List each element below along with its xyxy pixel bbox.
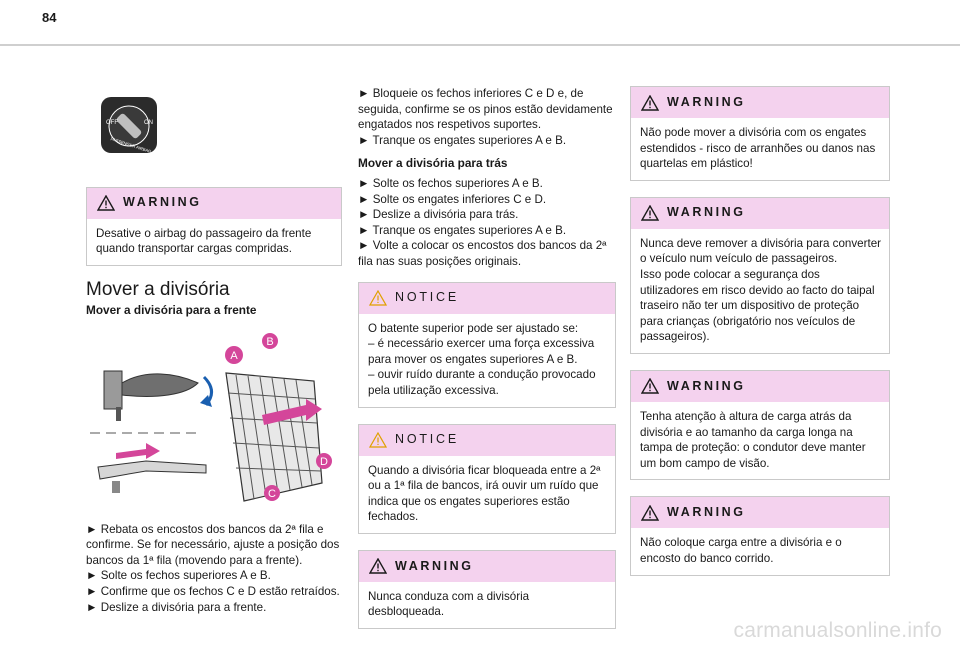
label-c: C	[268, 488, 276, 500]
warning-triangle-icon	[641, 94, 659, 111]
warning-line-2: Isso pode colocar a segurança dos utiliz…	[640, 267, 875, 344]
warning-text: Nunca conduza com a divisória desbloquea…	[368, 589, 530, 619]
warning-header: WARNING	[87, 187, 341, 219]
notice-line-1: O batente superior pode ser ajustado se:	[368, 321, 579, 335]
step-back-2: ► Solte os engates inferiores C e D.	[358, 192, 547, 206]
latch-illustration	[103, 370, 199, 421]
step-lock-lower: ► Bloqueie os fechos inferiores C e D e,…	[358, 87, 613, 132]
warning-text: Tenha atenção à altura de carga atrás da…	[640, 409, 866, 470]
step-back-4: ► Tranque os engates superiores A e B.	[358, 223, 567, 237]
notice-text: Quando a divisória ficar bloqueada entre…	[368, 463, 601, 524]
warning-header: WARNING	[631, 497, 889, 529]
label-b-marker	[262, 332, 278, 349]
left-column: OFF ON PASSENGER AIRBAG WARNING Desative…	[86, 96, 342, 615]
warning-header: WARNING	[631, 197, 889, 229]
warning-box-load-height: WARNING Tenha atenção à altura de carga …	[630, 369, 890, 481]
rail-illustration	[97, 460, 207, 493]
warning-label: WARNING	[395, 558, 474, 573]
label-b: B	[266, 336, 273, 348]
passenger-airbag-switch-icon: OFF ON PASSENGER AIRBAG	[101, 97, 157, 154]
step-back-5: ► Volte a colocar os encostos dos bancos…	[358, 239, 607, 268]
step-forward-3: ► Confirme que os fechos C e D estão ret…	[86, 584, 340, 598]
warning-label: WARNING	[123, 195, 202, 210]
warning-label: WARNING	[667, 205, 746, 220]
right-column: WARNING Não pode mover a divisória com o…	[630, 86, 890, 592]
notice-header: NOTICE	[359, 424, 615, 456]
label-a: A	[230, 350, 238, 362]
step-back-3: ► Deslize a divisória para trás.	[358, 208, 519, 222]
warning-text: Não coloque carga entre a divisória e o …	[640, 536, 842, 565]
partition-diagram: A B C D	[90, 332, 332, 502]
notice-line-2: – é necessário exercer uma força excessi…	[368, 337, 595, 366]
label-d-marker	[316, 452, 332, 469]
warning-text: Desative o airbag do passageiro da frent…	[96, 226, 312, 256]
notice-triangle-icon	[369, 290, 387, 306]
warning-line-1: Nunca deve remover a divisória para conv…	[640, 236, 882, 266]
warning-box-latches: WARNING Não pode mover a divisória com o…	[630, 86, 890, 181]
partition-panel	[225, 372, 323, 502]
notice-box-stop: NOTICE O batente superior pode ser ajust…	[358, 281, 616, 408]
subsection-title-back: Mover a divisória para trás	[358, 156, 508, 171]
step-back-1: ► Solte os fechos superiores A e B.	[358, 176, 543, 190]
warning-triangle-icon	[369, 558, 387, 575]
warning-triangle-icon	[641, 378, 659, 395]
notice-line-3: – ouvir ruído durante a condução provoca…	[368, 368, 596, 397]
warning-box-removal: WARNING Nunca deve remover a divisória p…	[630, 196, 890, 354]
step-lock-upper: ► Tranque os engates superiores A e B.	[358, 133, 567, 147]
label-c-marker	[264, 484, 280, 501]
warning-header: WARNING	[631, 370, 889, 402]
subsection-title-forward: Mover a divisória para a frente	[86, 303, 257, 318]
icon-on-label: ON	[144, 120, 153, 126]
middle-column: ► Bloqueie os fechos inferiores C e D e,…	[358, 86, 616, 645]
icon-off-label: OFF	[106, 120, 118, 126]
notice-label: NOTICE	[395, 432, 460, 447]
watermark: carmanualsonline.info	[733, 619, 942, 642]
header-rule	[0, 44, 960, 46]
push-arrow	[262, 398, 322, 425]
notice-header: NOTICE	[359, 282, 615, 314]
warning-header: WARNING	[631, 87, 889, 118]
section-title: Mover a divisória	[86, 278, 230, 300]
notice-triangle-icon	[369, 432, 387, 448]
step-forward-2: ► Solte os fechos superiores A e B.	[86, 569, 271, 583]
warning-triangle-icon	[641, 504, 659, 521]
warning-label: WARNING	[667, 94, 746, 109]
slide-arrow	[116, 442, 160, 459]
warning-header: WARNING	[359, 550, 615, 582]
notice-box-noise: NOTICE Quando a divisória ficar bloquead…	[358, 423, 616, 534]
warning-label: WARNING	[667, 378, 746, 393]
warning-box-airbag: WARNING Desative o airbag do passageiro …	[86, 186, 342, 266]
step-forward-4: ► Deslize a divisória para a frente.	[86, 600, 267, 614]
page-number: 84	[42, 10, 57, 25]
notice-label: NOTICE	[395, 290, 460, 305]
warning-box-load-between: WARNING Não coloque carga entre a divisó…	[630, 496, 890, 576]
warning-box-unlocked: WARNING Nunca conduza com a divisória de…	[358, 549, 616, 630]
label-d: D	[320, 456, 328, 468]
warning-triangle-icon	[97, 195, 115, 211]
warning-text: Não pode mover a divisória com os engate…	[640, 126, 876, 171]
warning-label: WARNING	[667, 505, 746, 520]
warning-triangle-icon	[641, 205, 659, 221]
step-forward-1: ► Rebata os encostos dos bancos da 2ª fi…	[86, 522, 340, 567]
label-a-marker	[225, 345, 243, 364]
